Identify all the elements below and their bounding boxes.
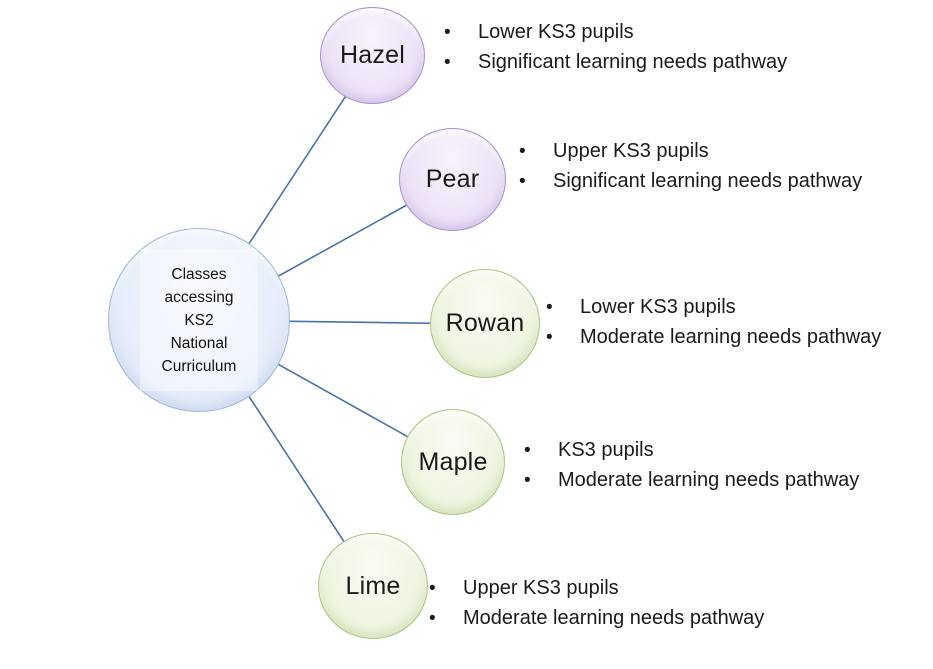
node-lime: Lime [318, 533, 428, 639]
lime-bullet-2: Moderate learning needs pathway [425, 604, 905, 634]
pear-bullet-2: Significant learning needs pathway [515, 167, 933, 197]
node-maple: Maple [401, 409, 505, 515]
center-node: Classes accessing KS2 National Curriculu… [108, 228, 290, 412]
rowan-bullet-2: Moderate learning needs pathway [542, 323, 933, 353]
node-hazel-label: Hazel [340, 41, 405, 69]
lime-bullet-1: Upper KS3 pupils [425, 574, 905, 604]
maple-bullet-1: KS3 pupils [520, 436, 933, 466]
node-maple-label: Maple [418, 447, 488, 476]
hazel-bullet-list: Lower KS3 pupils Significant learning ne… [440, 18, 920, 77]
pear-bullet-list: Upper KS3 pupils Significant learning ne… [515, 137, 933, 196]
node-pear: Pear [399, 128, 506, 231]
pear-bullet-1: Upper KS3 pupils [515, 137, 933, 167]
rowan-bullet-list: Lower KS3 pupils Moderate learning needs… [542, 293, 933, 352]
center-text-panel: Classes accessing KS2 National Curriculu… [140, 249, 258, 391]
rowan-bullet-1: Lower KS3 pupils [542, 293, 933, 323]
node-pear-label: Pear [425, 165, 480, 193]
maple-bullet-2: Moderate learning needs pathway [520, 466, 933, 496]
maple-bullet-list: KS3 pupils Moderate learning needs pathw… [520, 436, 933, 495]
node-lime-label: Lime [345, 571, 401, 600]
lime-bullet-list: Upper KS3 pupils Moderate learning needs… [425, 574, 905, 633]
hazel-bullet-1: Lower KS3 pupils [440, 18, 920, 48]
center-node-label: Classes accessing KS2 National Curriculu… [161, 265, 237, 375]
node-rowan: Rowan [430, 269, 540, 378]
hazel-bullet-2: Significant learning needs pathway [440, 48, 920, 78]
node-hazel: Hazel [320, 7, 425, 104]
node-rowan-label: Rowan [445, 309, 525, 337]
